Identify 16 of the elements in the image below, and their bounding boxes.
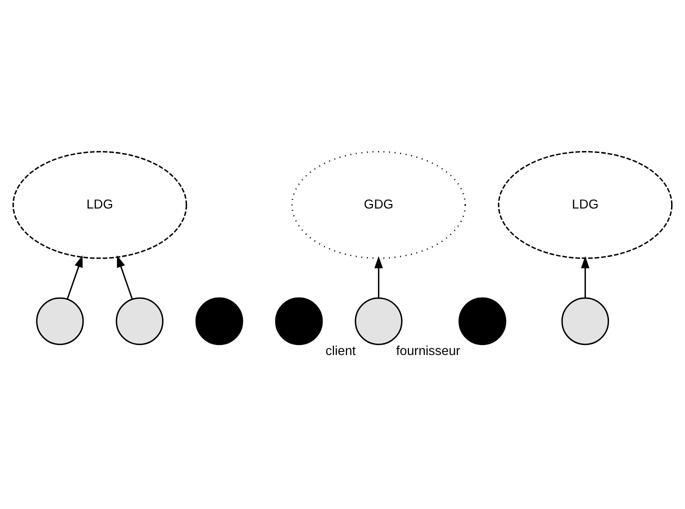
node-circle xyxy=(561,296,610,345)
node-label: client xyxy=(326,342,356,358)
node-label: fournisseur xyxy=(396,342,460,358)
node-ellipse: GDG xyxy=(291,150,466,258)
arrow xyxy=(66,254,83,299)
node-circle xyxy=(354,296,402,345)
node-circle xyxy=(116,296,164,345)
node-ellipse: LDG xyxy=(498,150,673,258)
node-circle xyxy=(458,296,506,345)
node-circle xyxy=(36,296,84,345)
arrow xyxy=(116,254,133,299)
arrow xyxy=(374,256,383,298)
node-circle xyxy=(275,296,323,345)
node-ellipse: LDG xyxy=(12,150,188,258)
arrow xyxy=(581,256,590,298)
node-circle xyxy=(195,296,244,345)
